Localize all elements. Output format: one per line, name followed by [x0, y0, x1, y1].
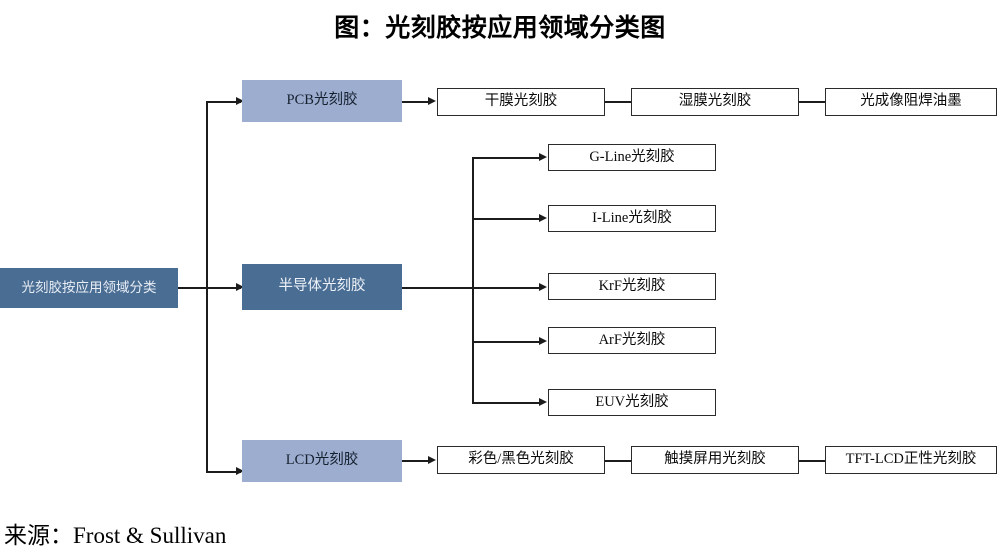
- arrow-to-lcd-icon: [236, 467, 244, 475]
- leaf-node-semi-krf[interactable]: KrF光刻胶: [548, 273, 716, 300]
- root-node[interactable]: 光刻胶按应用领域分类: [0, 268, 178, 308]
- connector-semiconductor-trunk: [472, 157, 474, 404]
- connector-root-to-pcb: [206, 101, 241, 103]
- connector-pcb-1-2: [605, 101, 632, 103]
- arrow-arf-icon: [539, 337, 547, 345]
- category-node-pcb[interactable]: PCB光刻胶: [242, 80, 402, 122]
- leaf-node-pcb-3[interactable]: 光成像阻焊油墨: [825, 88, 997, 116]
- connector-semi-to-euv: [472, 402, 540, 404]
- connector-semi-to-krf: [472, 287, 540, 289]
- connector-lcd-1-2: [605, 460, 632, 462]
- leaf-node-semi-arf[interactable]: ArF光刻胶: [548, 327, 716, 354]
- leaf-node-lcd-2[interactable]: 触摸屏用光刻胶: [631, 446, 799, 474]
- arrow-gline-icon: [539, 153, 547, 161]
- page-title: 图：光刻胶按应用领域分类图: [334, 15, 666, 42]
- arrow-to-pcb-icon: [236, 97, 244, 105]
- arrow-iline-icon: [539, 214, 547, 222]
- connector-pcb-out: [402, 101, 429, 103]
- connector-lcd-2-3: [799, 460, 826, 462]
- arrow-krf-icon: [539, 283, 547, 291]
- source-caption: 来源：Frost & Sullivan: [4, 523, 227, 548]
- leaf-node-lcd-3[interactable]: TFT-LCD正性光刻胶: [825, 446, 997, 474]
- leaf-node-semi-iline[interactable]: I-Line光刻胶: [548, 205, 716, 232]
- connector-root-to-lcd: [206, 471, 241, 473]
- arrow-pcb-child-1-icon: [428, 97, 436, 105]
- leaf-node-pcb-2[interactable]: 湿膜光刻胶: [631, 88, 799, 116]
- leaf-node-lcd-1[interactable]: 彩色/黑色光刻胶: [437, 446, 605, 474]
- arrow-lcd-child-1-icon: [428, 456, 436, 464]
- leaf-node-pcb-1[interactable]: 干膜光刻胶: [437, 88, 605, 116]
- connector-semi-to-arf: [472, 341, 540, 343]
- leaf-node-semi-gline[interactable]: G-Line光刻胶: [548, 144, 716, 171]
- category-node-semiconductor[interactable]: 半导体光刻胶: [242, 264, 402, 310]
- leaf-node-semi-euv[interactable]: EUV光刻胶: [548, 389, 716, 416]
- arrow-euv-icon: [539, 398, 547, 406]
- connector-lcd-out: [402, 460, 429, 462]
- connector-semi-to-gline: [472, 157, 540, 159]
- connector-pcb-2-3: [799, 101, 826, 103]
- connector-root-stub: [178, 287, 208, 289]
- connector-semiconductor-out: [402, 287, 474, 289]
- category-node-lcd[interactable]: LCD光刻胶: [242, 440, 402, 482]
- connector-root-to-semiconductor: [206, 287, 241, 289]
- arrow-to-semiconductor-icon: [236, 283, 244, 291]
- connector-semi-to-iline: [472, 218, 540, 220]
